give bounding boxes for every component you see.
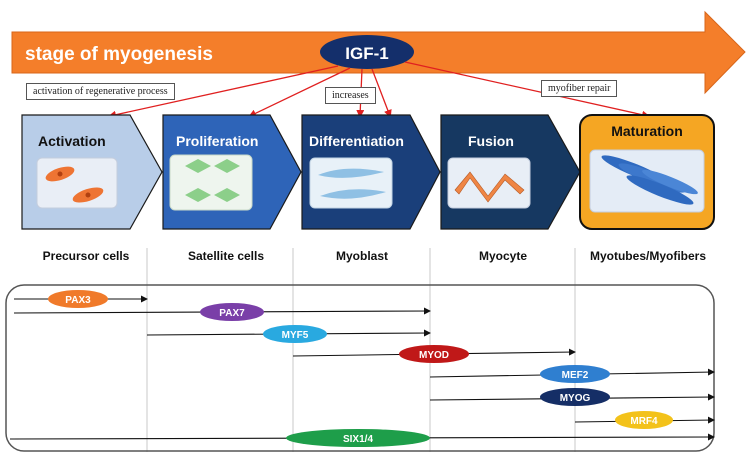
cell-image-proliferation <box>169 154 253 211</box>
myf5-label: MYF5 <box>282 330 309 341</box>
mef2-label: MEF2 <box>562 370 589 381</box>
stage-fusion-label: Fusion <box>468 133 514 149</box>
annotation-increases: increases <box>325 87 376 104</box>
six14-oval <box>286 429 430 447</box>
mef2-oval <box>540 365 610 383</box>
cell-image-maturation <box>589 149 705 213</box>
annotation-repair: myofiber repair <box>541 80 618 97</box>
cell-type-satellite: Satellite cells <box>188 249 264 263</box>
annotation-activation: activation of regenerative process <box>26 83 175 100</box>
six14-label: SIX1/4 <box>343 434 373 445</box>
cell-image-activation <box>36 157 118 209</box>
cell-type-myotubes: Myotubes/Myofibers <box>590 249 706 263</box>
pax3-label: PAX3 <box>65 295 91 306</box>
cell-type-precursor: Precursor cells <box>43 249 130 263</box>
stage-differentiation-label: Differentiation <box>309 133 404 149</box>
igf1-oval <box>320 35 414 69</box>
stage-activation-label: Activation <box>38 133 106 149</box>
myf5-oval <box>263 325 327 343</box>
igf1-label: IGF-1 <box>345 44 388 63</box>
column-dividers <box>146 248 576 452</box>
myod-label: MYOD <box>419 350 449 361</box>
cell-type-myocyte: Myocyte <box>479 249 527 263</box>
igf1-arrows <box>108 61 650 119</box>
stage-proliferation-label: Proliferation <box>176 133 258 149</box>
myog-oval <box>540 388 610 406</box>
pax3-oval <box>48 290 108 308</box>
factor-timelines <box>9 295 715 441</box>
cell-image-fusion <box>447 157 531 209</box>
pax7-oval <box>200 303 264 321</box>
mrf4-oval <box>615 411 673 429</box>
myog-label: MYOG <box>560 393 591 404</box>
mrf4-label: MRF4 <box>630 416 658 427</box>
cell-type-myoblast: Myoblast <box>336 249 388 263</box>
factor-ovals: PAX3 PAX7 MYF5 MYOD MEF2 MYOG MRF4 SIX1/… <box>48 290 673 447</box>
pax7-label: PAX7 <box>219 308 245 319</box>
expression-panel <box>5 284 715 452</box>
stage-maturation-label: Maturation <box>611 123 683 139</box>
myod-oval <box>399 345 469 363</box>
cell-image-differentiation <box>309 157 393 209</box>
banner-title: stage of myogenesis <box>25 44 213 65</box>
cell-type-row: Precursor cells Satellite cells Myoblast… <box>43 249 707 263</box>
